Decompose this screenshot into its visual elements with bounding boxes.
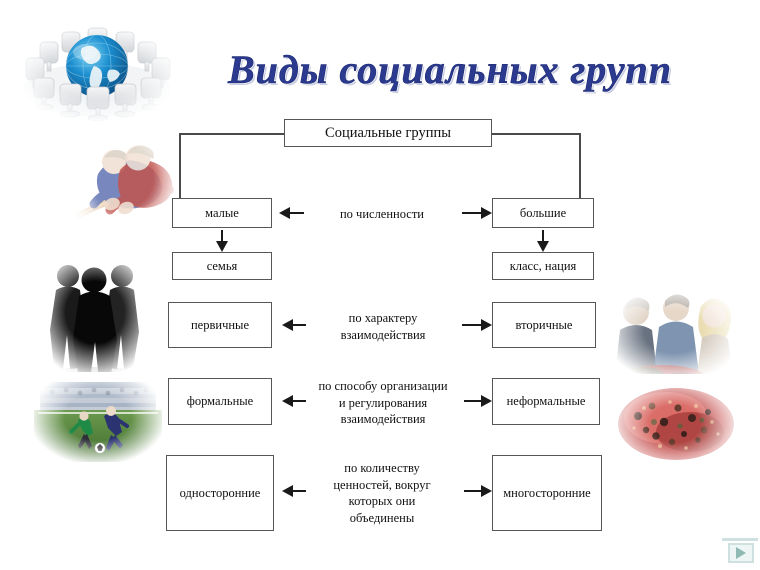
box-one-sided-label: односторонние <box>179 485 261 500</box>
root-box-label: Социальные группы <box>325 124 451 141</box>
criterion-by-organization: по способу организации и регулирования в… <box>296 378 470 428</box>
criterion-line: которых они <box>348 494 416 508</box>
box-formal-label: формальные <box>186 394 254 409</box>
slide-title: Виды социальных групп <box>227 47 673 93</box>
criterion-by-interaction-character: по характеру взаимодействия <box>302 310 464 343</box>
box-primary-label: первичные <box>190 317 249 332</box>
globe-round-table-illustration <box>12 8 182 126</box>
box-family[interactable]: семья <box>172 252 272 280</box>
criterion-line: по способу организации <box>318 379 448 393</box>
box-family-label: семья <box>206 258 238 273</box>
box-one-sided[interactable]: односторонние <box>166 455 274 531</box>
box-formal[interactable]: формальные <box>168 378 272 425</box>
box-informal[interactable]: неформальные <box>492 378 600 425</box>
silhouettes-group-illustration <box>34 250 156 380</box>
next-button-rail <box>722 538 758 541</box>
red-crowd-illustration <box>608 374 748 478</box>
connector-root-right-vertical <box>579 133 581 199</box>
criterion-line: взаимодействия <box>340 327 426 342</box>
box-secondary-label: вторичные <box>515 317 573 332</box>
football-match-illustration <box>34 372 162 462</box>
criterion-by-values-count: по количеству ценностей, вокруг которых … <box>304 460 460 526</box>
root-box-social-groups[interactable]: Социальные группы <box>284 119 492 147</box>
criterion-line: по характеру <box>348 311 418 325</box>
connector-root-left-vertical <box>179 133 181 199</box>
box-small-groups[interactable]: малые <box>172 198 272 228</box>
criterion-line: и регулирования <box>338 395 428 410</box>
criterion-line: по количеству <box>344 461 420 475</box>
criterion-by-size-label: по численности <box>339 207 424 221</box>
family-group-illustration <box>604 282 744 382</box>
box-large-groups-label: большие <box>519 205 567 220</box>
box-class-nation[interactable]: класс, нация <box>492 252 594 280</box>
box-secondary[interactable]: вторичные <box>492 302 596 348</box>
box-class-nation-label: класс, нация <box>509 258 577 273</box>
criterion-line: взаимодействия <box>340 412 426 426</box>
box-large-groups[interactable]: большие <box>492 198 594 228</box>
box-many-sided[interactable]: многосторонние <box>492 455 602 531</box>
box-many-sided-label: многосторонние <box>503 485 591 500</box>
box-primary[interactable]: первичные <box>168 302 272 348</box>
criterion-by-size: по численности <box>302 206 462 223</box>
criterion-line: ценностей, вокруг <box>333 477 431 492</box>
play-triangle-icon <box>736 547 746 559</box>
box-informal-label: неформальные <box>506 394 586 409</box>
box-small-groups-label: малые <box>205 205 239 220</box>
connector-root-left-horizontal <box>179 133 285 135</box>
criterion-line: объединены <box>349 510 415 525</box>
next-slide-button[interactable] <box>728 543 754 563</box>
tug-of-war-illustration <box>62 118 182 238</box>
connector-root-right-horizontal <box>491 133 581 135</box>
